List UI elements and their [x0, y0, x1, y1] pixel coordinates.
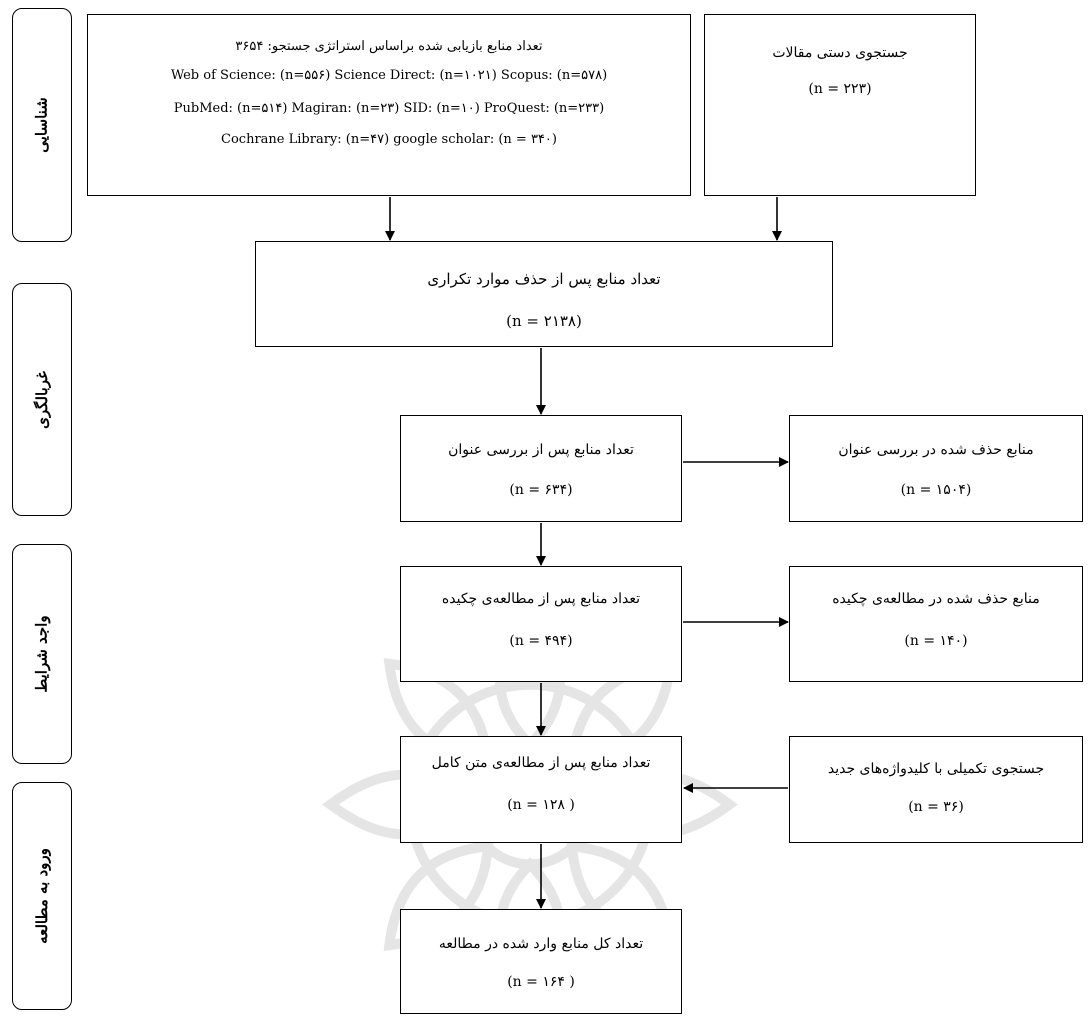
deduplicated-label: تعداد منابع پس از حذف موارد تکراری	[427, 270, 661, 288]
databases-box: تعداد منابع بازیابی شده براساس استراتژی …	[87, 14, 691, 196]
abstract-excluded-count: (n = ۱۴۰)	[904, 633, 968, 649]
abstract-excluded-label: منابع حذف شده در مطالعه‌ی چکیده	[832, 591, 1040, 607]
phase-eligibility: واجد شرایط	[12, 544, 72, 764]
title-excluded-box: منابع حذف شده در بررسی عنوان (n = ۱۵۰۴)	[789, 415, 1083, 522]
fulltext-label: تعداد منابع پس از مطالعه‌ی متن کامل	[431, 755, 651, 771]
abstract-excluded-box: منابع حذف شده در مطالعه‌ی چکیده (n = ۱۴۰…	[789, 566, 1083, 682]
included-box: تعداد کل منابع وارد شده در مطالعه (n = ۱…	[400, 909, 682, 1014]
phase-identification: شناسایی	[12, 8, 72, 242]
included-label: تعداد کل منابع وارد شده در مطالعه	[438, 936, 644, 952]
deduplicated-box: تعداد منابع پس از حذف موارد تکراری (n = …	[255, 241, 833, 347]
databases-line-3: Cochrane Library: (n=۴۷) google scholar:…	[221, 132, 557, 147]
title-screening-label: تعداد منابع پس از بررسی عنوان	[448, 442, 634, 458]
phase-included: ورود به مطالعه	[12, 782, 72, 1010]
databases-line-1: Web of Science: (n=۵۵۶) Science Direct: …	[170, 68, 608, 83]
title-screening-count: (n = ۶۳۴)	[509, 482, 573, 498]
databases-line-2: PubMed: (n=۵۱۴) Magiran: (n=۲۳) SID: (n=…	[173, 101, 605, 116]
databases-title: تعداد منابع بازیابی شده براساس استراتژی …	[235, 39, 543, 54]
included-count: (n = ۱۶۴ )	[507, 974, 575, 990]
phase-screening: غربالگری	[12, 283, 72, 516]
supplementary-search-count: (n = ۳۶)	[908, 799, 964, 815]
fulltext-box: تعداد منابع پس از مطالعه‌ی متن کامل (n =…	[400, 736, 682, 843]
title-excluded-count: (n = ۱۵۰۴)	[900, 482, 972, 498]
abstract-count: (n = ۴۹۴)	[509, 633, 573, 649]
deduplicated-count: (n = ۲۱۳۸)	[506, 312, 582, 330]
supplementary-search-label: جستجوی تکمیلی با کلیدواژه‌های جدید	[827, 761, 1045, 777]
abstract-box: تعداد منابع پس از مطالعه‌ی چکیده (n = ۴۹…	[400, 566, 682, 682]
phase-eligibility-label: واجد شرایط	[33, 615, 51, 693]
title-excluded-label: منابع حذف شده در بررسی عنوان	[838, 442, 1034, 458]
manual-search-label: جستجوی دستی مقالات	[772, 45, 908, 61]
title-screening-box: تعداد منابع پس از بررسی عنوان (n = ۶۳۴)	[400, 415, 682, 522]
phase-included-label: ورود به مطالعه	[33, 848, 51, 944]
phase-identification-label: شناسایی	[32, 97, 51, 153]
manual-search-count: (n = ۲۲۳)	[808, 81, 872, 97]
fulltext-count: (n = ۱۲۸ )	[507, 797, 575, 813]
manual-search-box: جستجوی دستی مقالات (n = ۲۲۳)	[704, 14, 976, 196]
abstract-label: تعداد منابع پس از مطالعه‌ی چکیده	[441, 591, 641, 607]
phase-screening-label: غربالگری	[33, 370, 51, 429]
supplementary-search-box: جستجوی تکمیلی با کلیدواژه‌های جدید (n = …	[789, 736, 1083, 843]
